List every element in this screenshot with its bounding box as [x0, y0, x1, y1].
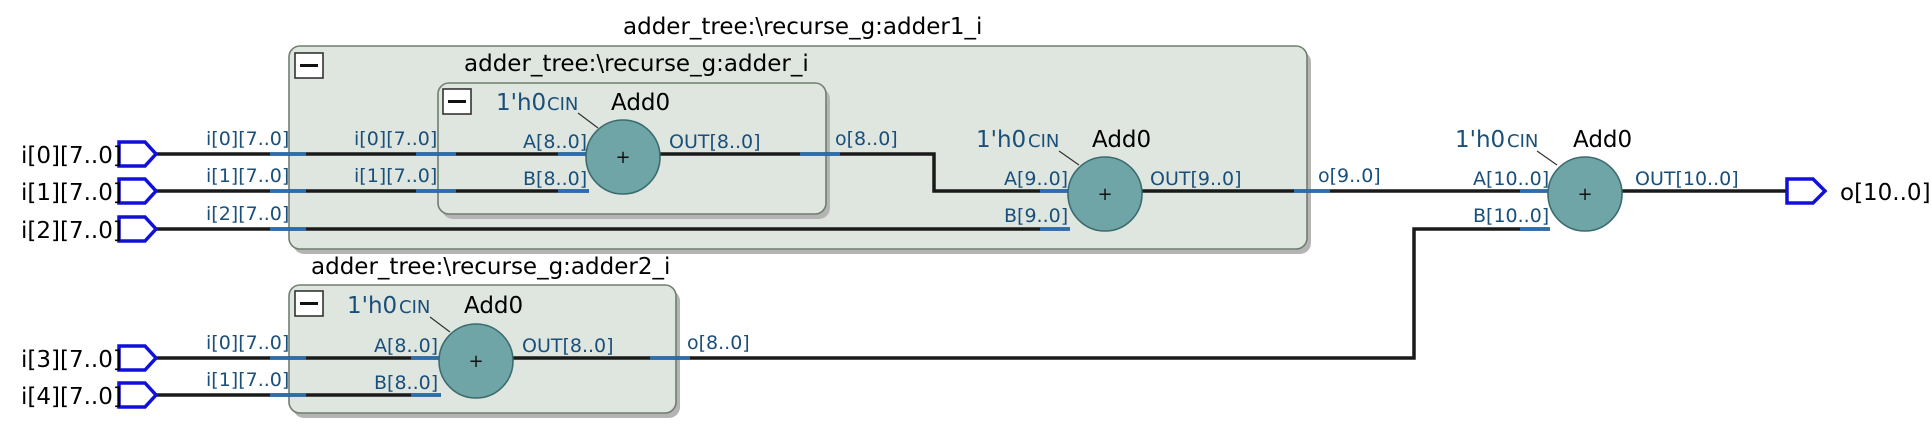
inner-port-out: o[8..0]	[835, 128, 898, 150]
adder1-port-in-2: i[2][7..0]	[206, 203, 289, 225]
input-pin-0[interactable]	[117, 140, 159, 168]
adder2-add-a-label: A[8..0]	[374, 335, 438, 357]
inner-add-b-label: B[8..0]	[523, 168, 587, 190]
adder1-add-operator[interactable]: 1'h0 CIN Add0 A[9..0] B[9..0] OUT[9..0] …	[976, 127, 1242, 232]
port-stubs	[270, 152, 1550, 397]
input-label-4: i[4][7..0]	[21, 384, 122, 410]
final-add-b-label: B[10..0]	[1473, 205, 1549, 227]
adder1-add-cin-value: 1'h0	[976, 127, 1026, 153]
adder2-add-cin-value: 1'h0	[347, 293, 397, 319]
adder1-add-b-label: B[9..0]	[1004, 205, 1068, 227]
adder1-port-in-0: i[0][7..0]	[206, 128, 289, 150]
input-pin-1[interactable]	[117, 177, 159, 205]
final-add-symbol: +	[1577, 184, 1592, 205]
inner-add-name: Add0	[611, 90, 670, 116]
adder1-collapse-button[interactable]	[294, 52, 324, 79]
inner-adder-title: adder_tree:\recurse_g:adder_i	[464, 51, 809, 77]
adder2-add-symbol: +	[468, 351, 483, 372]
final-add-cin-value: 1'h0	[1455, 127, 1505, 153]
adder1-add-a-label: A[9..0]	[1004, 168, 1068, 190]
final-add-out-label: OUT[10..0]	[1635, 168, 1739, 190]
final-add-operator[interactable]: 1'h0 CIN Add0 A[10..0] B[10..0] OUT[10..…	[1455, 127, 1739, 232]
adder2-port-in-1: i[1][7..0]	[206, 369, 289, 391]
input-pin-4[interactable]	[117, 381, 159, 409]
inner-port-in-0: i[0][7..0]	[354, 128, 437, 150]
inner-add-operator[interactable]: 1'h0 CIN Add0 A[8..0] B[8..0] OUT[8..0] …	[496, 90, 761, 195]
adder1-add-name: Add0	[1092, 127, 1151, 153]
adder2-port-out: o[8..0]	[687, 332, 750, 354]
inner-add-a-label: A[8..0]	[523, 131, 587, 153]
input-pin-2[interactable]	[117, 215, 159, 243]
output-label: o[10..0]	[1840, 180, 1931, 206]
adder1-add-out-label: OUT[9..0]	[1150, 168, 1242, 190]
input-pin-3[interactable]	[117, 344, 159, 372]
adder1-add-symbol: +	[1097, 184, 1112, 205]
final-add-name: Add0	[1573, 127, 1632, 153]
input-label-0: i[0][7..0]	[21, 143, 122, 169]
inner-add-out-label: OUT[8..0]	[669, 131, 761, 153]
final-add-a-label: A[10..0]	[1473, 168, 1549, 190]
adder1-port-out: o[9..0]	[1318, 165, 1381, 187]
adder1-title: adder_tree:\recurse_g:adder1_i	[623, 14, 982, 40]
input-label-3: i[3][7..0]	[21, 347, 122, 373]
adder2-title: adder_tree:\recurse_g:adder2_i	[311, 254, 670, 280]
inner-add-cin-value: 1'h0	[496, 90, 546, 116]
adder1-port-in-1: i[1][7..0]	[206, 165, 289, 187]
adder1-add-cin-label: CIN	[1028, 131, 1059, 152]
output-pin[interactable]	[1785, 177, 1828, 205]
inner-adder-collapse-button[interactable]	[442, 88, 472, 115]
adder2-collapse-button[interactable]	[294, 290, 324, 317]
input-label-1: i[1][7..0]	[21, 180, 122, 206]
adder2-add-b-label: B[8..0]	[374, 372, 438, 394]
final-add-cin-label: CIN	[1507, 131, 1538, 152]
adder2-add-name: Add0	[464, 293, 523, 319]
inner-add-symbol: +	[615, 147, 630, 168]
inner-port-in-1: i[1][7..0]	[354, 165, 437, 187]
adder2-add-out-label: OUT[8..0]	[522, 335, 614, 357]
adder2-port-in-0: i[0][7..0]	[206, 332, 289, 354]
input-label-2: i[2][7..0]	[21, 218, 122, 244]
adder2-add-cin-label: CIN	[399, 297, 430, 318]
inner-add-cin-label: CIN	[547, 94, 578, 115]
adder2-add-operator[interactable]: 1'h0 CIN Add0 A[8..0] B[8..0] OUT[8..0] …	[347, 293, 614, 399]
